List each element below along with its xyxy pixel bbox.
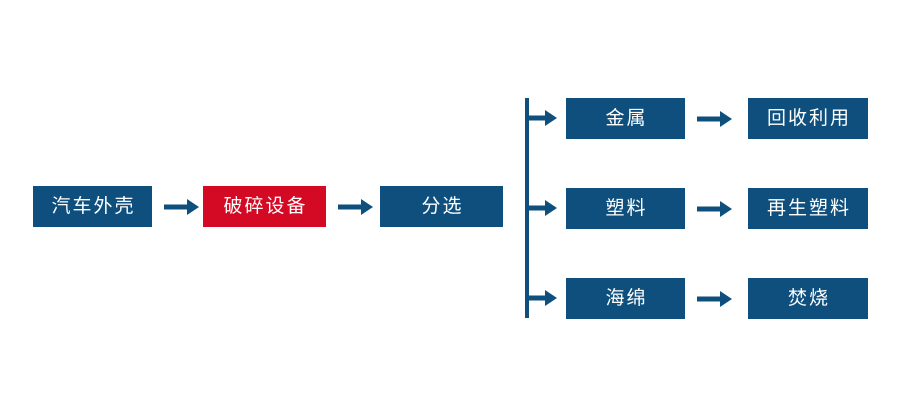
arrow-plastic-to-recycled-plastic xyxy=(697,199,733,219)
node-destination-incineration[interactable]: 焚烧 xyxy=(748,278,868,319)
node-label: 回收利用 xyxy=(766,108,851,129)
node-label: 汽车外壳 xyxy=(51,196,136,217)
node-material-metal[interactable]: 金属 xyxy=(566,98,685,139)
node-label: 分选 xyxy=(421,196,464,217)
node-material-sponge[interactable]: 海绵 xyxy=(566,278,685,319)
node-material-plastic[interactable]: 塑料 xyxy=(566,188,685,229)
arrow-sponge-to-incineration xyxy=(697,289,733,309)
node-destination-recycle[interactable]: 回收利用 xyxy=(748,98,868,139)
branch-bus-vertical-line xyxy=(525,98,529,318)
node-destination-recycled-plastic[interactable]: 再生塑料 xyxy=(748,188,868,229)
node-sorting[interactable]: 分选 xyxy=(380,186,503,227)
arrow-input-to-shredder xyxy=(164,197,200,217)
arrow-metal-to-recycle xyxy=(697,109,733,129)
node-label: 金属 xyxy=(605,108,648,129)
branch-arrow-sponge xyxy=(528,288,558,308)
node-input-car-shell[interactable]: 汽车外壳 xyxy=(33,186,152,227)
branch-arrow-metal xyxy=(528,108,558,128)
node-label: 破碎设备 xyxy=(223,196,308,217)
branch-arrow-plastic xyxy=(528,198,558,218)
node-label: 再生塑料 xyxy=(766,198,851,219)
node-label: 海绵 xyxy=(605,288,648,309)
node-label: 焚烧 xyxy=(787,288,830,309)
node-shredder-equipment[interactable]: 破碎设备 xyxy=(203,186,326,227)
arrow-shredder-to-sorting xyxy=(338,197,374,217)
node-label: 塑料 xyxy=(605,198,648,219)
